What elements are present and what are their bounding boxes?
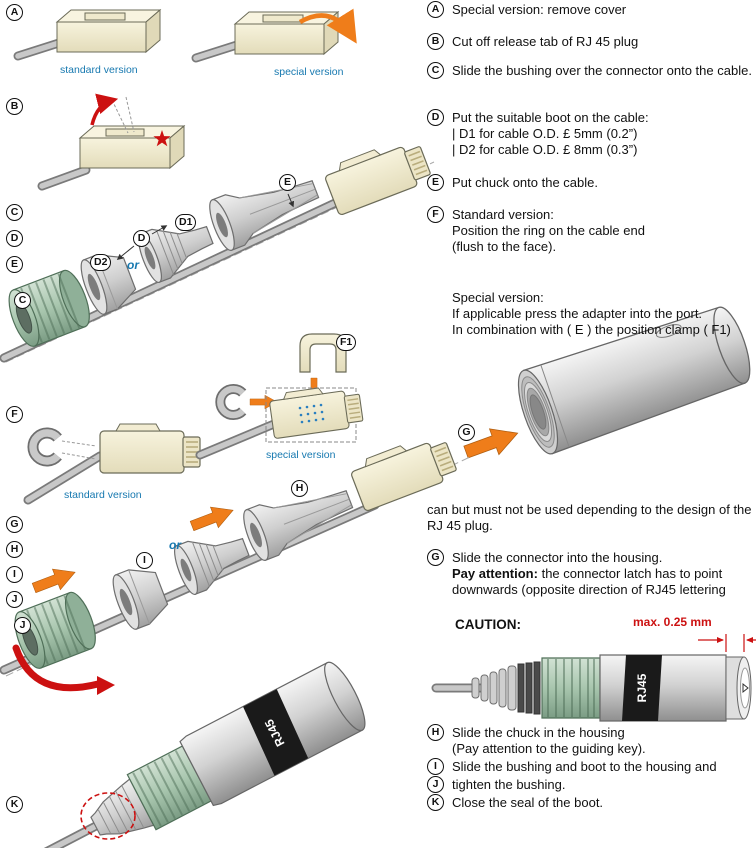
illustration-f-special [195,333,365,460]
margin-badge-e: E [6,256,23,273]
caption-special-version-f: special version [266,449,336,461]
step-f-continuation: can but must not be used depending to th… [427,502,752,533]
step-c-text: Slide the bushing over the connector ont… [452,63,752,78]
exploded-assembly-2 [0,429,471,695]
diagram-badge-d1: D1 [175,214,197,231]
margin-badge-b: B [6,98,23,115]
step-b-badge: B [427,33,444,50]
step-c-badge: C [427,62,444,79]
margin-badge-j2: J [14,617,31,634]
margin-badge-c2: C [14,292,31,309]
step-e-text: Put chuck onto the cable. [452,175,598,190]
margin-badge-a: A [6,4,23,21]
step-d: D Put the suitable boot on the cable: | … [427,109,756,157]
diagram-badge-f1: F1 [336,334,357,351]
step-e: E Put chuck onto the cable. [427,174,756,191]
dimension-lines [698,634,756,652]
step-d-text: Put the suitable boot on the cable: | D1… [452,110,756,157]
dimension-label: max. 0.25 mm [633,615,712,629]
step-g-line2: Pay attention: the connector latch has t… [452,566,756,598]
caption-standard-version-f: standard version [64,489,142,501]
margin-badge-c: C [6,204,23,221]
step-k-text: Close the seal of the boot. [452,795,604,810]
step-b: B Cut off release tab of RJ 45 plug [427,33,756,50]
step-f-special-line2: In combination with ( E ) the position c… [452,321,731,337]
illustration-f-standard [23,423,201,505]
margin-badge-k: K [6,796,23,813]
final-assembly-k: RJ45 [29,661,366,848]
seal-highlight-circle [80,792,136,840]
step-f-text: Standard version: Position the ring on t… [452,207,756,338]
diagram-badge-d: D [133,230,150,247]
step-k: K Close the seal of the boot. [427,794,756,811]
step-a: A Special version: remove cover [427,1,756,18]
exploded-assembly-1 [0,133,435,363]
step-k-badge: K [427,794,444,811]
step-f-badge: F [427,206,444,223]
illustration-step-b [37,93,186,191]
step-f-standard-line1: Position the ring on the cable end [452,222,645,238]
step-i: I Slide the bushing and boot to the hous… [427,758,756,775]
step-j-text: tighten the bushing. [452,777,566,792]
step-f-standard-line2: (flush to the face). [452,238,557,254]
step-g-text: Slide the connector into the housing. Pa… [452,550,756,597]
step-i-text: Slide the bushing and boot to the housin… [452,759,717,774]
caption-standard-version-a: standard version [60,64,138,76]
adapter-port-dots [298,403,325,424]
margin-badge-i: I [6,566,23,583]
step-f-special-title: Special version: [452,290,544,306]
caution-label: CAUTION: [455,617,521,632]
step-j: J tighten the bushing. [427,776,756,793]
step-a-text: Special version: remove cover [452,2,627,17]
or-label-2: or [169,538,181,552]
step-g-emphasis: Pay attention: [452,565,538,581]
margin-badge-d: D [6,230,23,247]
margin-badge-h: H [6,541,23,558]
tighten-rotation-arrow [12,644,102,692]
step-g-badge: G [427,549,444,566]
step-d-option-d1: | D1 for cable O.D. £ 5mm (0.2”) [452,125,638,141]
step-e-badge: E [427,174,444,191]
step-b-text: Cut off release tab of RJ 45 plug [452,34,639,49]
step-a-badge: A [427,1,444,18]
diagram-badge-g: G [458,424,475,441]
diagram-badge-d2: D2 [90,254,112,271]
caution-illustration: RJ45 [431,634,756,722]
caption-special-version-a: special version [274,66,344,78]
step-d-option-d2: | D2 for cable O.D. £ 8mm (0.3”) [452,141,638,157]
diagram-badge-h: H [291,480,308,497]
rj45-logo-text: RJ45 [635,673,649,702]
step-h-badge: H [427,724,444,741]
step-h-text: Slide the chuck in the housing (Pay atte… [452,725,756,757]
or-label-1: or [127,258,139,272]
step-h-line1: Slide the chuck in the housing [452,725,625,740]
step-f-standard-title: Standard version: [452,207,554,222]
margin-badge-j: J [6,591,23,608]
diagram-badge-e: E [279,174,296,191]
step-f-special-line1: If applicable press the adapter into the… [452,306,703,322]
step-h-line2: (Pay attention to the guiding key). [452,740,646,756]
margin-badge-f: F [6,406,23,423]
step-g: G Slide the connector into the housing. … [427,549,756,597]
step-j-badge: J [427,776,444,793]
diagram-badge-i: I [136,552,153,569]
step-c: C Slide the bushing over the connector o… [427,62,756,79]
step-d-intro: Put the suitable boot on the cable: [452,110,649,125]
housing-illustration [460,306,751,466]
step-g-line1: Slide the connector into the housing. [452,550,663,565]
step-d-badge: D [427,109,444,126]
illustration-step-a [13,8,357,63]
play-mark-icon [742,682,749,694]
step-i-badge: I [427,758,444,775]
margin-badge-g: G [6,516,23,533]
step-g-rest: the connector latch has to point downwar… [452,565,726,597]
step-h: H Slide the chuck in the housing (Pay at… [427,724,756,757]
step-f: F Standard version: Position the ring on… [427,206,756,338]
